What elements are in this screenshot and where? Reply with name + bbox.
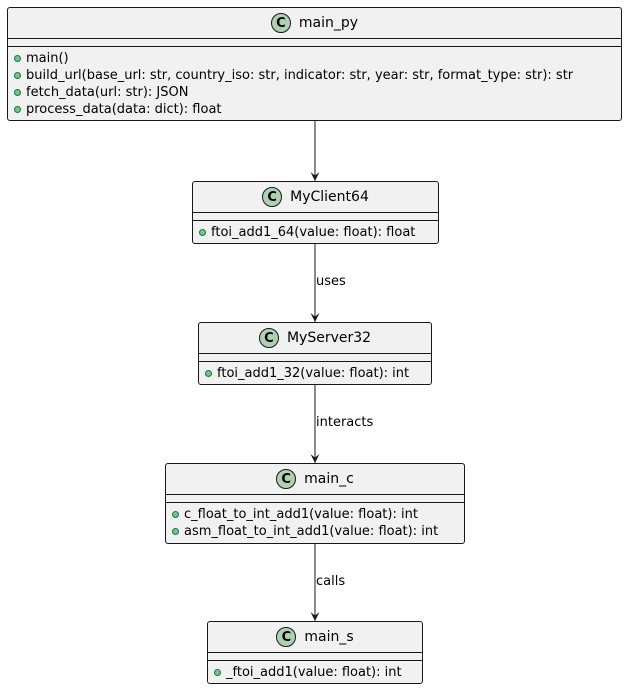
class-name: MyServer32 [286,330,372,346]
public-visibility-icon [14,89,21,96]
method-signature: _ftoi_add1(value: float): int [226,665,402,680]
class-attributes-section [193,213,438,221]
method-signature: ftoi_add1_64(value: float): float [211,225,416,240]
method-row: fetch_data(url: str): JSON [14,84,615,101]
class-box-myclient64: C MyClient64 ftoi_add1_64(value: float): f… [192,181,439,244]
class-methods-section: _ftoi_add1(value: float): int [208,661,422,685]
class-c-icon: C [276,469,297,489]
class-attributes-section [199,354,431,362]
method-signature: fetch_data(url: str): JSON [26,85,189,100]
public-visibility-icon [172,528,179,535]
class-c-icon: C [276,627,297,647]
class-name: MyClient64 [290,189,369,205]
class-attributes-section [208,653,422,661]
method-row: _ftoi_add1(value: float): int [214,664,416,681]
class-attributes-section [8,39,621,47]
class-attributes-section [166,495,464,503]
public-visibility-icon [14,72,21,79]
method-signature: build_url(base_url: str, country_iso: st… [26,68,574,83]
method-row: ftoi_add1_32(value: float): int [205,365,425,382]
class-c-icon: C [270,13,291,33]
method-row: c_float_to_int_add1(value: float): int [172,506,458,523]
class-name: main_c [304,471,354,487]
public-visibility-icon [205,370,212,377]
class-methods-section: main() build_url(base_url: str, country_i… [8,47,621,122]
class-c-icon: C [258,328,279,348]
method-signature: asm_float_to_int_add1(value: float): int [184,524,439,539]
class-header: C MyServer32 [199,323,431,354]
edge-label-uses: uses [316,274,346,289]
class-box-myserver32: C MyServer32 ftoi_add1_32(value: float): i… [198,322,432,385]
class-name: main_py [298,15,359,31]
method-signature: ftoi_add1_32(value: float): int [217,366,410,381]
method-signature: main() [26,51,69,66]
class-name: main_s [304,629,354,645]
method-row: ftoi_add1_64(value: float): float [199,224,432,241]
method-signature: process_data(data: dict): float [26,102,222,117]
method-signature: c_float_to_int_add1(value: float): int [184,507,418,522]
public-visibility-icon [14,106,21,113]
class-methods-section: ftoi_add1_32(value: float): int [199,362,431,386]
public-visibility-icon [214,669,221,676]
class-c-icon: C [262,187,283,207]
class-header: C MyClient64 [193,182,438,213]
method-row: process_data(data: dict): float [14,101,615,118]
method-row: build_url(base_url: str, country_iso: st… [14,67,615,84]
public-visibility-icon [172,511,179,518]
class-methods-section: ftoi_add1_64(value: float): float [193,221,438,245]
edge-label-calls: calls [316,573,346,589]
method-row: asm_float_to_int_add1(value: float): int [172,523,458,540]
public-visibility-icon [14,55,21,62]
class-methods-section: c_float_to_int_add1(value: float): int as… [166,503,464,544]
method-row: main() [14,50,615,67]
public-visibility-icon [199,229,206,236]
edge-label-interacts: interacts [316,415,374,430]
